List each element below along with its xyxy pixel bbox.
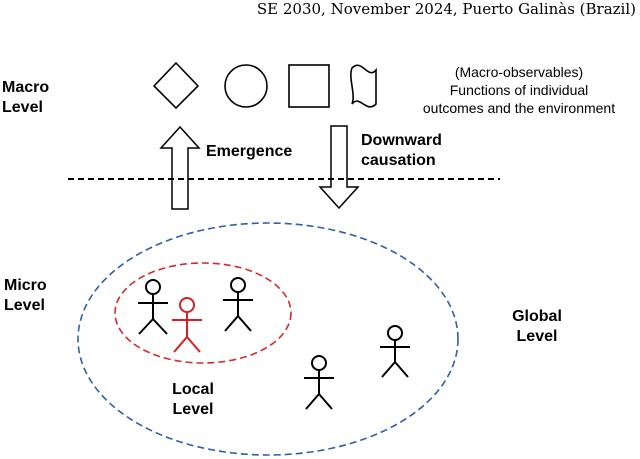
agent-figure — [380, 325, 410, 378]
local-level-label: Local Level — [163, 380, 223, 420]
macro-observables-line1: Functions of individual — [449, 82, 589, 98]
page-header: SE 2030, November 2024, Puerto Galinàs (… — [256, 0, 636, 18]
emergence-arrow — [159, 125, 201, 210]
highlighted-agent-figure — [172, 297, 202, 353]
wave-shape — [350, 64, 377, 108]
agent-figure — [223, 277, 253, 332]
circle-shape — [224, 64, 268, 108]
global-level-label-line1: Global — [512, 308, 562, 325]
downward-causation-arrow — [318, 125, 360, 210]
square-shape — [288, 64, 330, 108]
global-level-ellipse — [77, 222, 459, 456]
emergence-label: Emergence — [206, 143, 293, 160]
local-level-label-line2: Level — [172, 401, 214, 418]
local-level-ellipse — [114, 262, 292, 364]
macro-observables-title: (Macro-observables) — [454, 64, 584, 80]
macro-level-label-line1: Macro — [2, 79, 50, 96]
global-level-label: Global Level — [505, 307, 569, 347]
downward-causation-label: Downward causation — [361, 131, 442, 171]
macro-observables-description: (Macro-observables) Functions of individ… — [402, 63, 636, 117]
micro-level-label: Micro Level — [4, 276, 47, 316]
macro-level-label: Macro Level — [2, 78, 49, 118]
global-level-label-line2: Level — [516, 328, 558, 345]
diamond-shape — [152, 61, 200, 110]
agent-figure — [138, 279, 168, 335]
agent-figure — [304, 355, 334, 410]
local-level-label-line1: Local — [172, 381, 214, 398]
micro-level-label-line2: Level — [4, 297, 45, 314]
downward-causation-label-line2: causation — [361, 152, 436, 169]
macro-level-label-line2: Level — [2, 99, 43, 116]
micro-level-label-line1: Micro — [4, 277, 47, 294]
macro-observables-line2: outcomes and the environment — [422, 100, 616, 116]
downward-causation-label-line1: Downward — [361, 132, 442, 149]
